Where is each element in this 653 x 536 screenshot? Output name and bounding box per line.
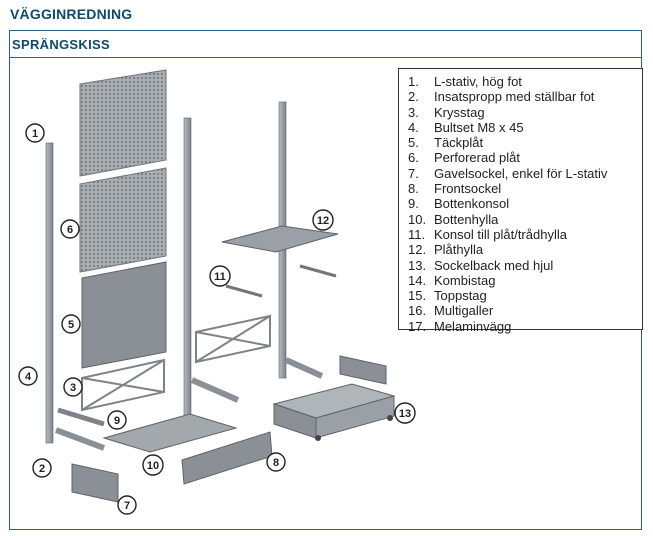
svg-text:12: 12 [317,215,329,227]
l-stand-middle [183,117,240,419]
legend-item-label: Insatspropp med ställbar fot [434,89,595,105]
svg-text:8: 8 [273,457,279,469]
bottom-shelf [102,413,238,453]
legend-item-label: Plåthylla [434,242,484,258]
legend-item-number: 13. [408,257,427,273]
svg-text:4: 4 [25,371,32,383]
svg-text:5: 5 [68,319,74,331]
legend-item: 14. Kombistag [408,273,607,288]
legend-item-label: Perforerad plåt [434,150,520,166]
legend-item-label: Täckplåt [434,135,484,151]
legend-item-number: 9. [408,196,419,212]
svg-text:1: 1 [32,128,38,140]
legend-item: 13. Sockelback med hjul [408,258,607,273]
cover-plate [81,261,167,369]
callout-9: 9 [107,410,127,430]
legend-item-label: Konsol till plåt/trådhylla [434,226,567,242]
legend-item: 7. Gavelsockel, enkel för L-stativ [408,166,607,181]
legend-item: 3. Krysstag [408,105,607,120]
bottom-bracket [57,407,105,427]
callout-4: 4 [18,366,38,386]
legend-item: 5. Täckplåt [408,135,607,150]
legend-item-label: Toppstag [434,288,487,304]
callout-7: 7 [117,495,137,515]
legend-item: 4. Bultset M8 x 45 [408,120,607,135]
svg-text:7: 7 [124,500,130,512]
svg-text:6: 6 [67,224,73,236]
legend-item-label: Bottenkonsol [434,196,510,212]
legend-item-label: Sockelback med hjul [434,257,554,273]
legend-item-label: Frontsockel [434,181,502,197]
legend-item: 1. L-stativ, hög fot [408,74,607,89]
legend-item-number: 17. [408,318,427,334]
callout-5: 5 [61,314,81,334]
cross-brace [81,314,271,412]
legend-item: 11. Konsol till plåt/trådhylla [408,227,607,242]
legend-item-number: 5. [408,135,419,151]
callout-2: 2 [32,458,52,478]
legend-item-label: Bultset M8 x 45 [434,119,524,135]
legend-item: 16. Multigaller [408,303,607,318]
svg-text:11: 11 [214,271,226,283]
callout-12: 12 [312,209,334,231]
section-header: SPRÄNGSKISS [9,30,642,58]
callout-11: 11 [209,265,231,287]
section-title: SPRÄNGSKISS [12,37,110,52]
legend-item: 9. Bottenkonsol [408,196,607,211]
legend-item-label: Melaminvägg [434,318,512,334]
legend-item-number: 10. [408,211,427,227]
legend-item: 10. Bottenhylla [408,212,607,227]
legend-item-number: 12. [408,242,427,258]
legend-item-label: Krysstag [434,104,485,120]
page-title: VÄGGINREDNING [10,6,133,22]
callout-13: 13 [394,402,416,424]
svg-text:9: 9 [114,415,120,427]
legend-item: 17. Melaminvägg [408,319,607,334]
callout-6: 6 [60,219,80,239]
legend-list: 1. L-stativ, hög fot 2. Insatspropp med stä… [408,74,607,334]
svg-text:13: 13 [399,408,411,420]
legend-item-number: 1. [408,74,419,89]
legend-item-number: 2. [408,89,419,105]
legend-item: 12. Plåthylla [408,242,607,257]
legend-item-number: 14. [408,272,427,288]
callout-10: 10 [142,454,164,476]
legend-item-label: Kombistag [434,272,496,288]
legend-item-label: L-stativ, hög fot [434,74,522,89]
parts-legend: 1. L-stativ, hög fot 2. Insatspropp med stä… [398,68,643,334]
legend-item: 6. Perforerad plåt [408,150,607,165]
callout-1: 1 [25,123,45,143]
legend-item-label: Bottenhylla [434,211,499,227]
legend-item: 8. Frontsockel [408,181,607,196]
legend-item-number: 6. [408,150,419,166]
plinth-with-wheels [272,355,396,441]
legend-item-number: 3. [408,104,419,120]
svg-text:2: 2 [39,463,45,475]
callout-3: 3 [63,377,83,397]
sheet-shelf [221,225,339,253]
legend-item-number: 11. [408,226,426,242]
svg-text:10: 10 [147,460,159,472]
shelf-bracket [225,264,337,298]
legend-item: 2. Insatspropp med ställbar fot [408,89,607,104]
legend-item-number: 4. [408,119,419,135]
l-stand-left [45,142,106,451]
svg-text:3: 3 [70,382,76,394]
legend-item-label: Multigaller [434,303,494,319]
callout-8: 8 [266,452,286,472]
legend-item-number: 8. [408,181,419,197]
legend-item-label: Gavelsockel, enkel för L-stativ [434,165,608,181]
legend-item-number: 16. [408,303,427,319]
legend-item: 15. Toppstag [408,288,607,303]
perforated-panel [79,69,167,273]
legend-item-number: 7. [408,165,419,181]
end-plinth [71,463,119,503]
legend-item-number: 15. [408,288,427,304]
